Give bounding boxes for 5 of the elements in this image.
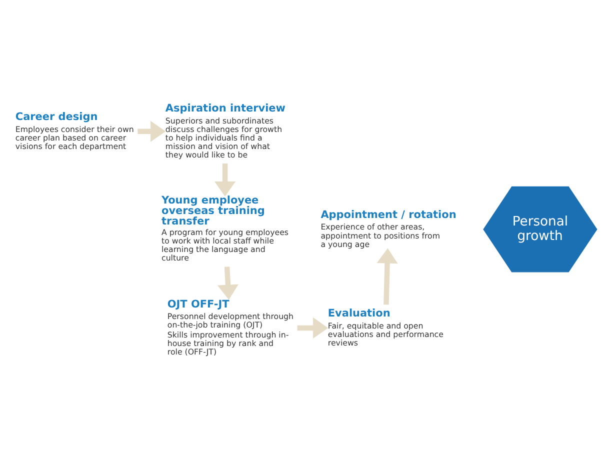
arrow [217,266,239,300]
arrow [297,316,328,338]
arrow [376,248,398,304]
arrow [138,120,166,142]
arrow [214,162,236,196]
